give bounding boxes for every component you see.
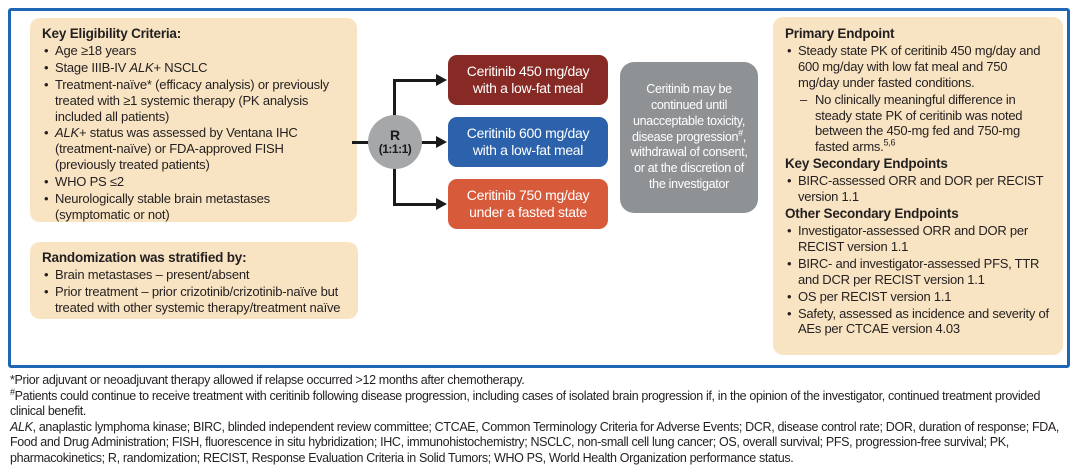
randomization-label: R	[389, 127, 401, 144]
randomization-node: R (1:1:1)	[368, 115, 422, 169]
arm-ceritinib-600: Ceritinib 600 mg/day with a low-fat meal	[448, 117, 608, 167]
connector-stub-left	[352, 141, 369, 144]
stratification-title: Randomization was stratified by:	[42, 250, 247, 265]
connector-top-arrow-line	[394, 79, 437, 82]
connector-mid-arrow-line	[420, 141, 437, 144]
hash-superscript: #	[738, 127, 743, 138]
eligibility-item: ALK+ status was assessed by Ventana IHC …	[42, 125, 345, 173]
primary-endpoint-item: Steady state PK of ceritinib 450 mg/day …	[785, 43, 1051, 91]
eligibility-item: Neurologically stable brain metastases (…	[42, 191, 345, 223]
connector-bottom-arrow-line	[394, 203, 437, 206]
footnote-asterisk: *Prior adjuvant or neoadjuvant therapy a…	[10, 373, 525, 387]
arrowhead-top	[436, 74, 447, 86]
other-secondary-item: OS per RECIST version 1.1	[785, 289, 1051, 305]
other-secondary-heading: Other Secondary Endpoints	[785, 206, 959, 222]
eligibility-item: Age ≥18 years	[42, 43, 345, 59]
hash-superscript: #	[10, 386, 15, 397]
other-secondary-item: Investigator-assessed ORR and DOR per RE…	[785, 223, 1051, 255]
randomization-ratio: (1:1:1)	[378, 141, 412, 156]
treatment-continuation-note: Ceritinib may be continued until unaccep…	[620, 62, 758, 213]
reference-superscript: 5,6	[883, 138, 896, 149]
endpoints-panel: Primary Endpoint Steady state PK of ceri…	[773, 17, 1063, 355]
eligibility-item: WHO PS ≤2	[42, 174, 345, 190]
other-secondary-item: BIRC- and investigator-assessed PFS, TTR…	[785, 256, 1051, 288]
other-secondary-item: Safety, assessed as incidence and severi…	[785, 306, 1051, 338]
arrowhead-bottom	[436, 198, 447, 210]
key-secondary-heading: Key Secondary Endpoints	[785, 156, 948, 172]
eligibility-title: Key Eligibility Criteria:	[42, 26, 182, 41]
primary-endpoint-subitem: No clinically meaningful difference in s…	[785, 92, 1051, 155]
stratification-panel: Randomization was stratified by: Brain m…	[30, 242, 358, 319]
key-secondary-item: BIRC-assessed ORR and DOR per RECIST ver…	[785, 173, 1051, 205]
arrowhead-mid	[436, 136, 447, 148]
arm-ceritinib-450: Ceritinib 450 mg/day with a low-fat meal	[448, 55, 608, 105]
footnotes: *Prior adjuvant or neoadjuvant therapy a…	[10, 373, 1076, 466]
footnote-abbreviations: ALK, anaplastic lymphoma kinase; BIRC, b…	[10, 419, 1060, 465]
eligibility-panel: Key Eligibility Criteria: Age ≥18 years …	[30, 18, 357, 222]
stratification-item: Prior treatment – prior crizotinib/crizo…	[42, 284, 346, 316]
eligibility-item: Stage IIIB-IV ALK+ NSCLC	[42, 60, 345, 76]
arm-ceritinib-750: Ceritinib 750 mg/day under a fasted stat…	[448, 179, 608, 229]
footnote-hash: #Patients could continue to receive trea…	[10, 386, 1041, 418]
stratification-item: Brain metastases – present/absent	[42, 267, 346, 283]
eligibility-item: Treatment-naïve* (efficacy analysis) or …	[42, 77, 345, 125]
primary-endpoint-heading: Primary Endpoint	[785, 26, 895, 41]
